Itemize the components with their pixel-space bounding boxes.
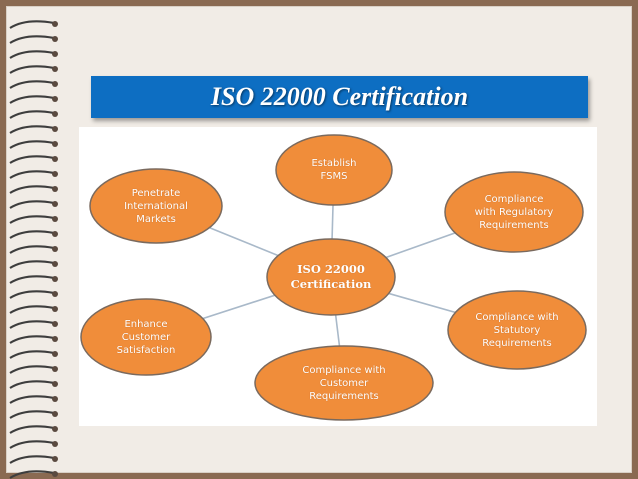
spiral-binding xyxy=(9,20,58,479)
spiral-ring xyxy=(9,335,55,344)
node-label-regulatory: Compliance with Regulatory Requirements xyxy=(474,193,554,231)
diagram-canvas xyxy=(80,134,587,421)
spiral-ring xyxy=(9,365,55,374)
spiral-hole xyxy=(52,141,58,147)
node-ellipse-establish-fsms xyxy=(275,134,393,206)
spiral-ring xyxy=(9,65,55,74)
spiral-hole xyxy=(52,471,58,477)
spiral-ring xyxy=(9,185,55,194)
spiral-ring xyxy=(9,425,55,434)
spiral-hole xyxy=(52,366,58,372)
title-bar: ISO 22000 Certification xyxy=(91,76,588,118)
spiral-ring xyxy=(9,350,55,359)
spiral-ring xyxy=(9,155,55,164)
node-ellipse-statutory xyxy=(447,290,587,370)
node-label-establish-fsms: Establish FSMS xyxy=(311,158,357,182)
spiral-hole xyxy=(52,51,58,57)
center-node-ellipse xyxy=(266,238,396,316)
spiral-hole xyxy=(52,126,58,132)
node-ellipse-customer-req xyxy=(254,345,434,421)
spiral-hole xyxy=(52,351,58,357)
spiral-hole xyxy=(52,81,58,87)
spiral-hole xyxy=(52,396,58,402)
spiral-ring xyxy=(9,380,55,389)
spiral-hole xyxy=(52,186,58,192)
spiral-hole xyxy=(52,216,58,222)
node-ellipse-satisfaction xyxy=(80,298,212,376)
spiral-ring xyxy=(9,455,55,464)
spiral-hole xyxy=(52,201,58,207)
spiral-hole xyxy=(52,381,58,387)
spiral-hole xyxy=(52,246,58,252)
spiral-ring xyxy=(9,125,55,134)
node-label-markets: Penetrate International Markets xyxy=(124,187,188,225)
spiral-hole xyxy=(52,456,58,462)
spiral-ring xyxy=(9,410,55,419)
spiral-ring xyxy=(9,440,55,449)
spiral-ring xyxy=(9,320,55,329)
spiral-hole xyxy=(52,336,58,342)
spiral-ring xyxy=(9,305,55,314)
slide: ISO 22000 Certification Establish FSMS Co… xyxy=(6,6,632,479)
spiral-hole xyxy=(52,426,58,432)
node-ellipse-markets xyxy=(89,168,223,244)
node-label-satisfaction: Enhance Customer Satisfaction xyxy=(116,318,176,356)
spiral-ring xyxy=(9,260,55,269)
spiral-hole xyxy=(52,411,58,417)
slide-title: ISO 22000 Certification xyxy=(210,82,469,111)
node-label-statutory: Compliance with Statutory Requirements xyxy=(475,311,559,349)
spiral-ring xyxy=(9,290,55,299)
spiral-hole xyxy=(52,36,58,42)
diagram-panel: Establish FSMS Compliance with Regulatory… xyxy=(79,127,597,426)
node-ellipse-regulatory xyxy=(444,171,584,253)
spiral-ring xyxy=(9,50,55,59)
spiral-hole xyxy=(52,261,58,267)
spiral-hole xyxy=(52,321,58,327)
spiral-hole xyxy=(52,306,58,312)
spiral-ring xyxy=(9,20,55,29)
center-node-label: ISO 22000 Certification xyxy=(290,262,372,291)
spiral-hole xyxy=(52,66,58,72)
spiral-hole xyxy=(52,171,58,177)
spiral-ring xyxy=(9,215,55,224)
spiral-hole xyxy=(52,96,58,102)
spiral-ring xyxy=(9,80,55,89)
spiral-hole xyxy=(52,291,58,297)
spiral-ring xyxy=(9,200,55,209)
spiral-hole xyxy=(52,21,58,27)
spiral-hole xyxy=(52,231,58,237)
node-label-customer-req: Compliance with Customer Requirements xyxy=(302,364,386,402)
spiral-hole xyxy=(52,276,58,282)
spiral-ring xyxy=(9,470,55,479)
spiral-ring xyxy=(9,170,55,179)
spiral-ring xyxy=(9,95,55,104)
spiral-ring xyxy=(9,35,55,44)
spiral-ring xyxy=(9,395,55,404)
spiral-ring xyxy=(9,245,55,254)
spiral-ring xyxy=(9,140,55,149)
spiral-ring xyxy=(9,230,55,239)
spiral-hole xyxy=(52,156,58,162)
spiral-ring xyxy=(9,110,55,119)
spiral-hole xyxy=(52,111,58,117)
spiral-ring xyxy=(9,275,55,284)
spiral-hole xyxy=(52,441,58,447)
